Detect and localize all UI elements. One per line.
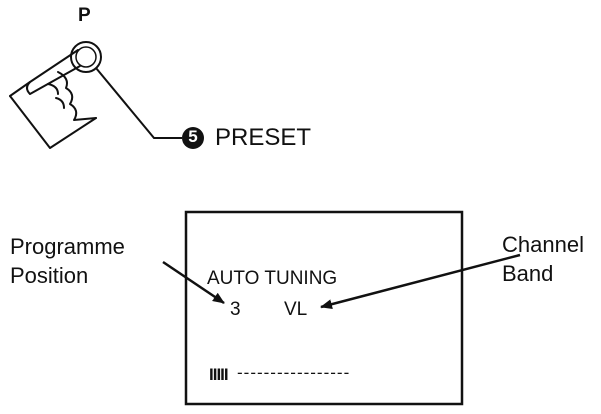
preset-label: PRESET <box>215 124 312 151</box>
progress-dashes: ----------------- <box>237 363 351 382</box>
channel-label-line1: Channel <box>502 232 584 257</box>
programme-number: 3 <box>230 299 241 320</box>
programme-label-line2: Position <box>10 263 89 288</box>
auto-tuning-title: AUTO TUNING <box>207 268 338 289</box>
tv-screen-frame <box>184 210 464 406</box>
step-number-badge-icon <box>182 127 204 149</box>
band-code: VL <box>284 299 308 320</box>
preset-leader-line <box>95 67 182 139</box>
pointing-hand-icon <box>9 41 102 149</box>
progress-bars: IIIII <box>209 365 229 384</box>
programme-position-label: Programme Position <box>10 232 125 290</box>
channel-band-arrow <box>320 253 521 310</box>
channel-band-label: Channel Band <box>502 230 584 288</box>
programme-position-arrow <box>162 260 225 305</box>
p-button-icon <box>70 41 102 73</box>
p-button-label: P <box>78 5 91 26</box>
step-number: 5 <box>188 127 198 146</box>
channel-label-line2: Band <box>502 261 554 286</box>
programme-label-line1: Programme <box>10 234 125 259</box>
